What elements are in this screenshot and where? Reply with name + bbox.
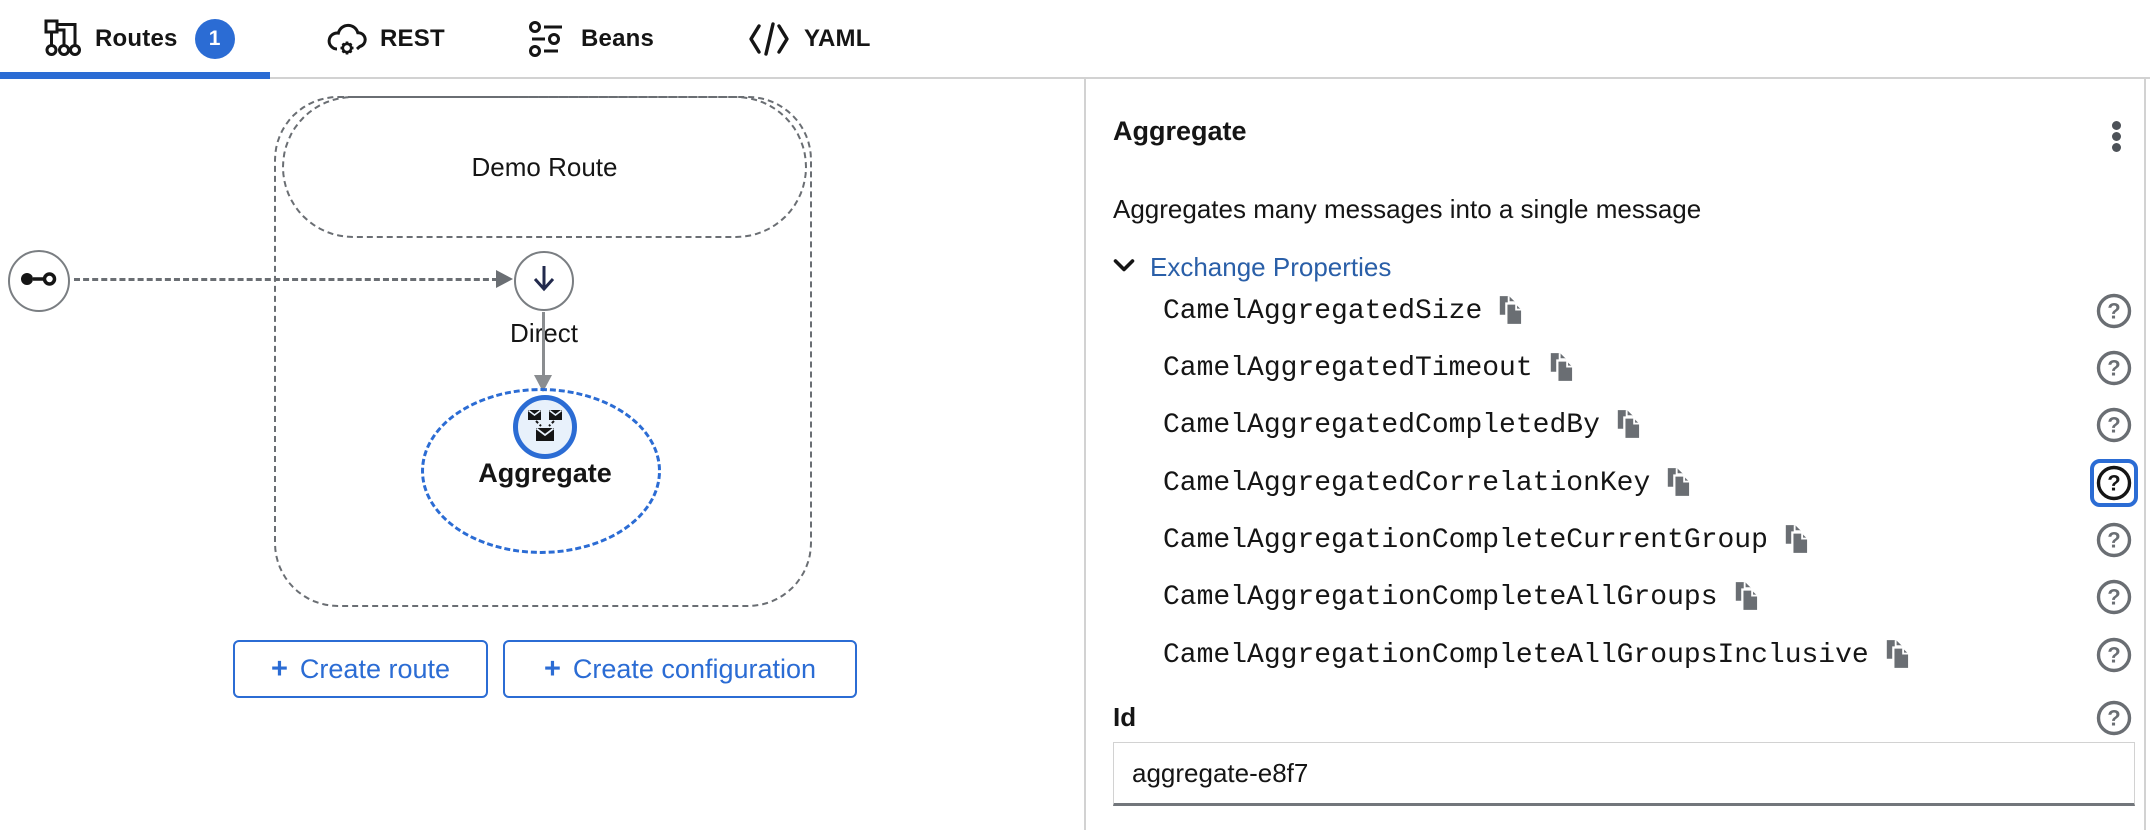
exchange-property-name: CamelAggregationCompleteAllGroupsInclusi…	[1163, 639, 1869, 671]
svg-text:?: ?	[2107, 356, 2120, 381]
exchange-property-row: CamelAggregatedCompletedBy	[1163, 407, 1643, 443]
plus-icon: +	[543, 652, 561, 685]
copy-icon[interactable]	[1884, 639, 1912, 671]
node-direct[interactable]	[514, 251, 574, 311]
tab-yaml-label: YAML	[804, 24, 871, 52]
exchange-property-name: CamelAggregatedSize	[1163, 295, 1483, 327]
svg-text:?: ?	[2107, 528, 2120, 553]
route-start-node[interactable]	[8, 250, 70, 312]
exchange-property-name: CamelAggregationCompleteAllGroups	[1163, 581, 1718, 613]
panel-right-border	[2144, 79, 2146, 830]
copy-icon[interactable]	[1733, 581, 1761, 613]
active-tab-indicator	[0, 72, 270, 79]
create-route-button[interactable]: + Create route	[233, 640, 488, 698]
id-input[interactable]	[1113, 742, 2135, 806]
svg-text:?: ?	[2107, 643, 2120, 668]
route-group-header[interactable]: Demo Route	[282, 96, 807, 238]
exchange-property-row: CamelAggregationCompleteAllGroups	[1163, 579, 1761, 615]
question-circle-icon[interactable]: ?	[2094, 577, 2134, 617]
aggregate-envelopes-icon	[527, 408, 563, 447]
panel-left-divider	[1084, 79, 1086, 830]
svg-text:?: ?	[2107, 706, 2120, 731]
node-aggregate-label: Aggregate	[478, 458, 612, 488]
edge-direct-to-aggregate	[542, 312, 545, 377]
exchange-property-row: CamelAggregatedCorrelationKey	[1163, 465, 1693, 501]
routes-count-badge: 1	[194, 18, 235, 59]
route-start-icon	[19, 268, 59, 295]
exchange-property-name: CamelAggregationCompleteCurrentGroup	[1163, 524, 1768, 556]
question-circle-icon[interactable]: ?	[2094, 348, 2134, 388]
question-circle-icon[interactable]: ?	[2094, 291, 2134, 331]
create-route-label: Create route	[299, 653, 451, 684]
tab-yaml[interactable]: YAML	[747, 0, 871, 77]
arrow-down-icon	[530, 263, 558, 300]
edge-arrowhead-right	[496, 270, 513, 288]
question-circle-icon[interactable]: ?	[2094, 520, 2134, 560]
create-configuration-label: Create configuration	[572, 653, 817, 684]
exchange-property-row: CamelAggregationCompleteCurrentGroup	[1163, 522, 1811, 558]
copy-icon[interactable]	[1783, 524, 1811, 556]
tab-routes-label: Routes	[95, 24, 178, 52]
copy-icon[interactable]	[1548, 352, 1576, 384]
exchange-property-row: CamelAggregatedSize	[1163, 293, 1525, 329]
exchange-property-name: CamelAggregatedTimeout	[1163, 352, 1533, 384]
question-circle-icon[interactable]: ?	[2090, 459, 2138, 507]
beans-icon	[528, 19, 568, 59]
panel-title: Aggregate	[1113, 116, 1247, 146]
copy-icon[interactable]	[1665, 467, 1693, 499]
question-circle-icon[interactable]: ?	[2094, 405, 2134, 445]
tab-bar: Routes 1 REST	[0, 0, 2150, 79]
selection-ellipse	[421, 388, 661, 554]
node-aggregate[interactable]	[513, 395, 577, 459]
svg-text:?: ?	[2107, 299, 2120, 324]
exchange-properties-label: Exchange Properties	[1150, 252, 1392, 282]
edge-start-to-direct	[74, 278, 498, 281]
panel-description: Aggregates many messages into a single m…	[1113, 194, 1702, 224]
tab-rest-label: REST	[380, 24, 445, 52]
plus-icon: +	[270, 652, 288, 685]
tab-rest[interactable]: REST	[325, 0, 445, 77]
code-yaml-icon	[747, 21, 791, 57]
exchange-property-row: CamelAggregationCompleteAllGroupsInclusi…	[1163, 637, 1912, 673]
rest-cloud-gear-icon	[325, 19, 367, 59]
route-group-label: Demo Route	[471, 151, 618, 182]
question-circle-icon[interactable]: ?	[2094, 698, 2134, 738]
copy-icon[interactable]	[1497, 295, 1525, 327]
exchange-property-name: CamelAggregatedCorrelationKey	[1163, 467, 1651, 499]
svg-text:?: ?	[2107, 471, 2120, 496]
exchange-property-row: CamelAggregatedTimeout	[1163, 350, 1576, 386]
exchange-properties-expander[interactable]: Exchange Properties	[1113, 252, 1391, 283]
routes-icon	[42, 19, 82, 59]
kebab-menu-icon[interactable]	[2096, 112, 2136, 160]
question-circle-icon[interactable]: ?	[2094, 635, 2134, 675]
tab-routes[interactable]: Routes 1	[42, 0, 235, 77]
exchange-property-name: CamelAggregatedCompletedBy	[1163, 409, 1600, 441]
svg-text:?: ?	[2107, 413, 2120, 438]
copy-icon[interactable]	[1615, 409, 1643, 441]
svg-text:?: ?	[2107, 585, 2120, 610]
tab-beans[interactable]: Beans	[528, 0, 654, 77]
create-configuration-button[interactable]: + Create configuration	[503, 640, 857, 698]
tab-beans-label: Beans	[581, 24, 655, 52]
chevron-down-icon	[1113, 258, 1135, 278]
edge-arrowhead-down	[534, 375, 552, 392]
id-field-label: Id	[1113, 702, 1137, 732]
